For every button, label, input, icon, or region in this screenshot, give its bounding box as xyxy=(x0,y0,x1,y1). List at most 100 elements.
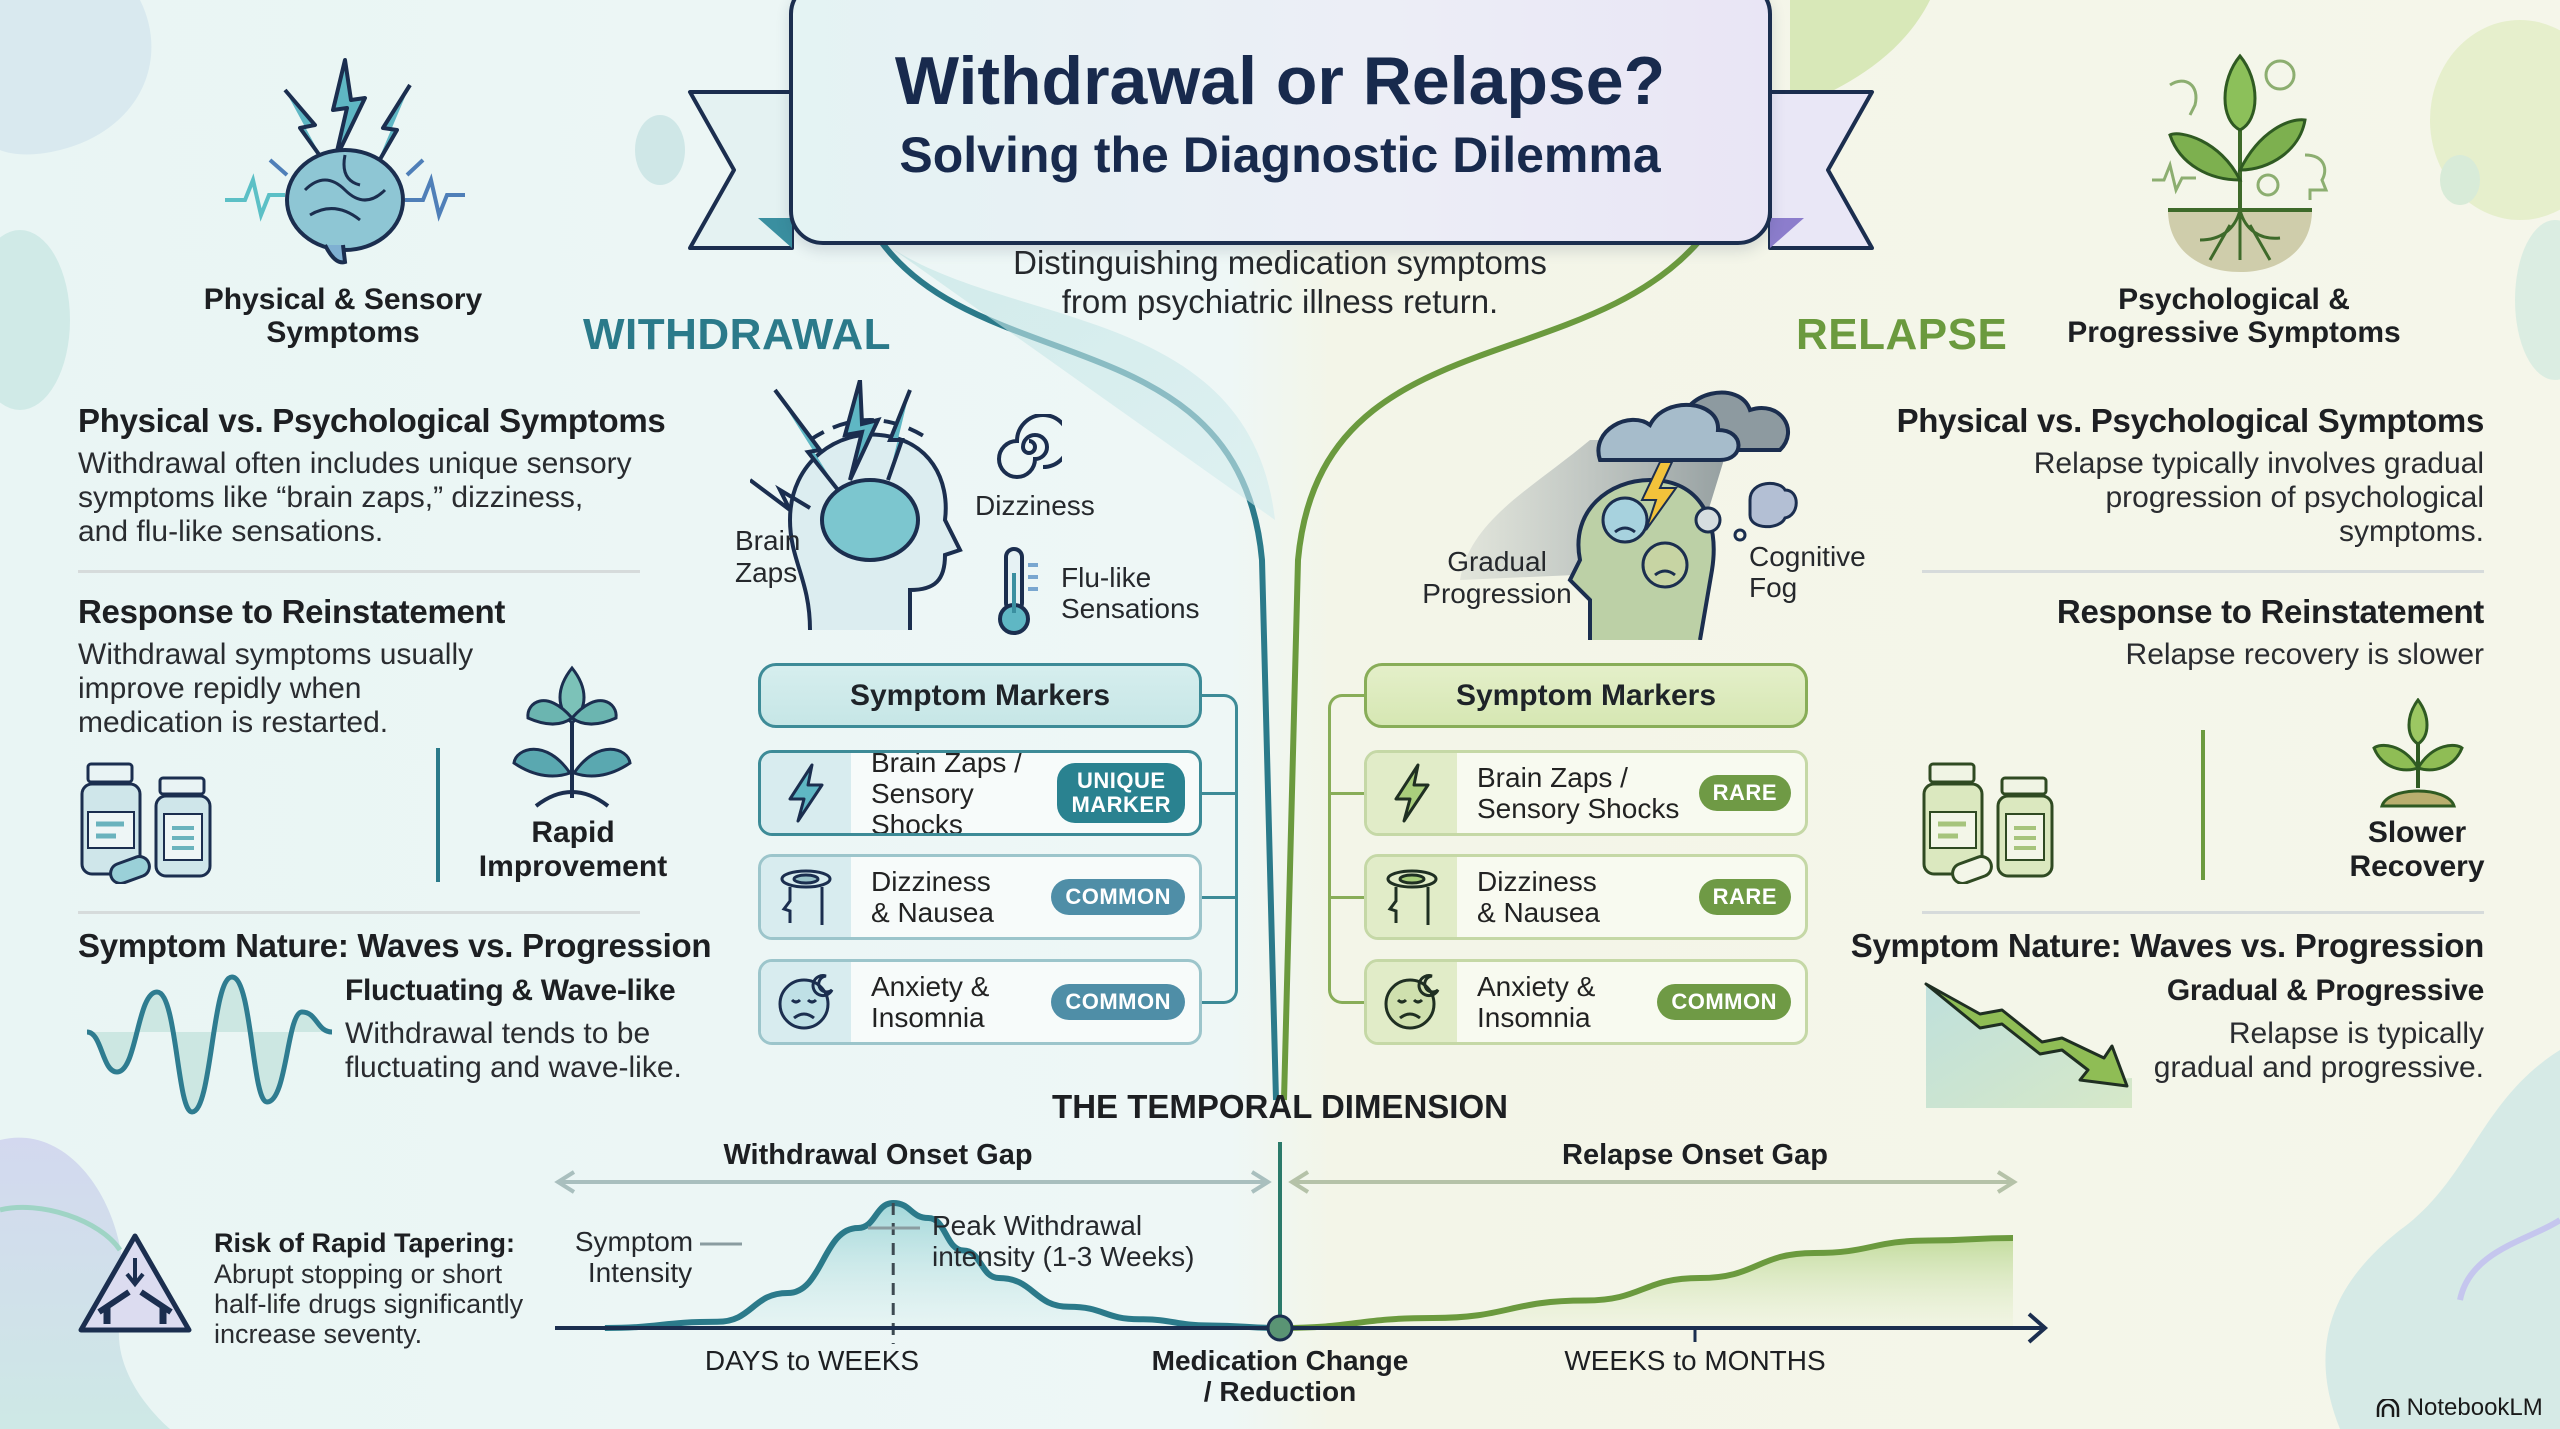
withdrawal-reinstatement-body-line: medication is restarted. xyxy=(78,706,389,739)
rapid-improvement-label-line2: Improvement xyxy=(478,850,668,883)
cognitive-fog-label: Fog xyxy=(1749,572,1798,603)
banner-ribbon-right xyxy=(1768,90,1874,250)
marker-row: Brain Zaps / Sensory Shocks RARE xyxy=(1364,750,1808,836)
x-axis-arrowhead xyxy=(2027,1312,2049,1344)
notebooklm-brand: NotebookLM xyxy=(2376,1394,2543,1422)
wave-fluctuation-icon xyxy=(86,974,333,1115)
marker-label: Brain Zaps / Sensory Shocks xyxy=(1477,762,1680,824)
withdrawal-reinstatement-body-line: improve repidly when xyxy=(78,672,362,705)
withdrawal-physical-heading: Physical vs. Psychological Symptoms xyxy=(78,402,666,439)
banner-ribbon-left xyxy=(688,90,794,250)
withdrawal-physical-body-line: symptoms like “brain zaps,” dizziness, xyxy=(78,481,584,514)
relapse-physical-body-line: progression of psychological xyxy=(2105,481,2484,514)
marker-row: Anxiety & Insomnia COMMON xyxy=(758,959,1202,1045)
dizzy-head-icon xyxy=(761,857,851,937)
relapse-physical-heading: Physical vs. Psychological Symptoms xyxy=(1896,402,2485,439)
vertical-divider xyxy=(2201,730,2205,880)
head-brain-zaps-icon xyxy=(750,380,963,631)
vertical-divider xyxy=(436,748,440,882)
lightning-icon xyxy=(761,753,851,833)
withdrawal-reinstatement-body-line: Withdrawal symptoms usually xyxy=(78,638,474,671)
withdrawal-physical-body-line: Withdrawal often includes unique sensory xyxy=(78,447,632,480)
thermometer-icon xyxy=(998,547,1038,635)
marker-row: Brain Zaps / Sensory Shocks UNIQUE MARKE… xyxy=(758,750,1202,836)
cognitive-fog-label: Cognitive xyxy=(1749,541,1866,572)
section-divider xyxy=(78,570,640,573)
psychological-progressive-label-line1: Psychological & xyxy=(2118,283,2350,316)
lightning-icon xyxy=(1367,753,1457,833)
notebooklm-logo-icon xyxy=(2376,1396,2400,1417)
withdrawal-nature-body-line: fluctuating and wave-like. xyxy=(345,1051,682,1084)
slower-recovery-label-line1: Slower xyxy=(2367,816,2467,849)
marker-badge: COMMON xyxy=(1657,984,1791,1020)
warning-taper-icon xyxy=(78,1233,192,1333)
psychological-progressive-label-line2: Progressive Symptoms xyxy=(2067,316,2401,349)
marker-badge: COMMON xyxy=(1051,879,1185,915)
plant-roots-icon xyxy=(2152,53,2329,272)
marker-badge: COMMON xyxy=(1051,984,1185,1020)
risk-body-line: half-life drugs significantly xyxy=(214,1289,524,1319)
sad-moon-face-icon xyxy=(1367,962,1457,1042)
y-axis-label-line1: Symptom xyxy=(574,1226,694,1257)
slower-recovery-label-line2: Recovery xyxy=(2349,850,2485,883)
relapse-nature-body-line: gradual and progressive. xyxy=(2153,1051,2484,1084)
section-divider xyxy=(1922,570,2484,573)
page-subtitle: Solving the Diagnostic Dilemma xyxy=(899,127,1661,183)
withdrawal-physical-body-line: and flu-like sensations. xyxy=(78,515,384,548)
section-divider xyxy=(1922,911,2484,914)
relapse-reinstatement-body-line: Relapse recovery is slower xyxy=(2125,638,2484,671)
relapse-physical-body-line: symptoms. xyxy=(2338,515,2484,548)
relapse-gap-label: Relapse Onset Gap xyxy=(1562,1139,1828,1171)
withdrawal-nature-body-line: Withdrawal tends to be xyxy=(345,1017,651,1050)
brain-lightning-icon xyxy=(225,58,465,265)
pill-bottles-icon xyxy=(1922,762,2054,884)
sprout-icon xyxy=(2372,698,2464,808)
relapse-reinstatement-heading: Response to Reinstatement xyxy=(2056,593,2484,630)
marker-label: Anxiety & Insomnia xyxy=(1477,971,1596,1033)
downward-trend-arrow-icon xyxy=(1924,982,2132,1108)
connector-branch xyxy=(1330,792,1366,795)
relapse-nature-subheading: Gradual & Progressive xyxy=(2166,974,2484,1007)
spiral-dizziness-icon xyxy=(997,414,1062,479)
plant-growth-icon xyxy=(512,665,632,808)
marker-badge: RARE xyxy=(1698,775,1791,811)
rapid-improvement-label-line1: Rapid xyxy=(531,816,615,849)
risk-body-line: increase seventy. xyxy=(214,1319,423,1349)
marker-row: Anxiety & Insomnia COMMON xyxy=(1364,959,1808,1045)
page-title: Withdrawal or Relapse? xyxy=(894,43,1666,119)
marker-label: Dizziness & Nausea xyxy=(1477,866,1600,928)
markers-connector xyxy=(1328,694,1370,1004)
marker-label: Brain Zaps / Sensory Shocks xyxy=(871,750,1022,836)
connector-branch xyxy=(1198,896,1236,899)
sad-moon-face-icon xyxy=(761,962,851,1042)
storm-head-icon xyxy=(1460,390,1798,640)
tagline-line2: from psychiatric illness return. xyxy=(1061,283,1499,320)
flu-like-label: Sensations xyxy=(1061,593,1200,624)
relapse-area xyxy=(1280,1238,2013,1328)
physical-sensory-label-line1: Physical & Sensory xyxy=(203,283,483,316)
tagline-line1: Distinguishing medication symptoms xyxy=(1013,244,1547,281)
connector-branch xyxy=(1198,792,1236,795)
relapse-title: RELAPSE xyxy=(1796,310,2008,359)
risk-body-line: Abrupt stopping or short xyxy=(214,1259,503,1289)
relapse-gap-arrowheads xyxy=(1288,1170,2018,1194)
marker-badge: UNIQUE MARKER xyxy=(1057,763,1185,823)
withdrawal-gap-label: Withdrawal Onset Gap xyxy=(723,1139,1033,1171)
connector-branch xyxy=(1330,896,1366,899)
flu-like-label: Flu-like xyxy=(1061,562,1152,593)
marker-row: Dizziness & Nausea COMMON xyxy=(758,854,1202,940)
relapse-nature-heading: Symptom Nature: Waves vs. Progression xyxy=(1850,927,2485,964)
marker-row: Dizziness & Nausea RARE xyxy=(1364,854,1808,940)
markers-header: Symptom Markers xyxy=(758,663,1202,728)
x-label-reduction: / Reduction xyxy=(1203,1376,1357,1407)
withdrawal-title: WITHDRAWAL xyxy=(583,310,892,359)
section-divider xyxy=(78,911,640,914)
x-label-medication-change: Medication Change xyxy=(1151,1345,1409,1376)
brand-label: NotebookLM xyxy=(2406,1394,2543,1421)
y-axis-label-line2: Intensity xyxy=(587,1257,693,1288)
marker-label: Anxiety & Insomnia xyxy=(871,971,990,1033)
brain-zaps-label: Brain xyxy=(735,525,801,556)
dizzy-head-icon xyxy=(1367,857,1457,937)
